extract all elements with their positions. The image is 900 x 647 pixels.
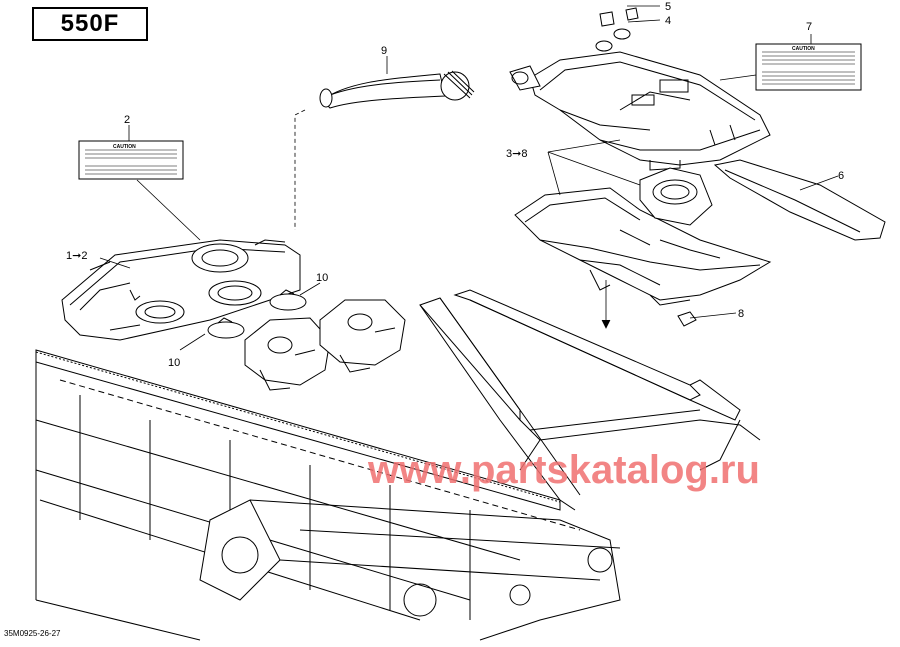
clip-8 bbox=[677, 311, 697, 327]
model-label: 550F bbox=[60, 10, 120, 37]
callout-3-to-8: 3➞8 bbox=[506, 148, 527, 160]
caution-label-2 bbox=[78, 140, 184, 180]
callout-2: 2 bbox=[124, 114, 130, 126]
leader-lines bbox=[99, 5, 839, 351]
watermark: www.partskatalog.ru bbox=[368, 448, 760, 492]
caution-label-7 bbox=[755, 43, 862, 91]
callout-10-lower: 10 bbox=[168, 357, 180, 369]
diagram-code: 35M0925-26-27 bbox=[4, 629, 61, 638]
callout-6: 6 bbox=[838, 170, 844, 182]
intake-hose bbox=[319, 70, 475, 109]
callout-4: 4 bbox=[665, 15, 671, 27]
callout-5: 5 bbox=[665, 1, 671, 13]
intake-boot bbox=[639, 167, 713, 226]
fasteners-4-5 bbox=[595, 7, 639, 52]
caution-label-2-heading: CAUTION bbox=[113, 144, 136, 150]
model-label-box: 550F bbox=[32, 7, 148, 41]
air-duct bbox=[713, 159, 886, 241]
airbox-base bbox=[514, 187, 772, 306]
carburetors bbox=[244, 299, 406, 391]
callout-10-upper: 10 bbox=[316, 272, 328, 284]
callout-7: 7 bbox=[806, 21, 812, 33]
callout-9: 9 bbox=[381, 45, 387, 57]
callout-1-to-2: 1➞2 bbox=[66, 250, 87, 262]
airbox-cover bbox=[509, 51, 771, 171]
callout-8: 8 bbox=[738, 308, 744, 320]
hose-clamps bbox=[207, 289, 307, 339]
chassis-frame bbox=[35, 349, 621, 641]
caution-label-7-heading: CAUTION bbox=[792, 46, 815, 52]
upper-frame-rails bbox=[419, 289, 761, 511]
